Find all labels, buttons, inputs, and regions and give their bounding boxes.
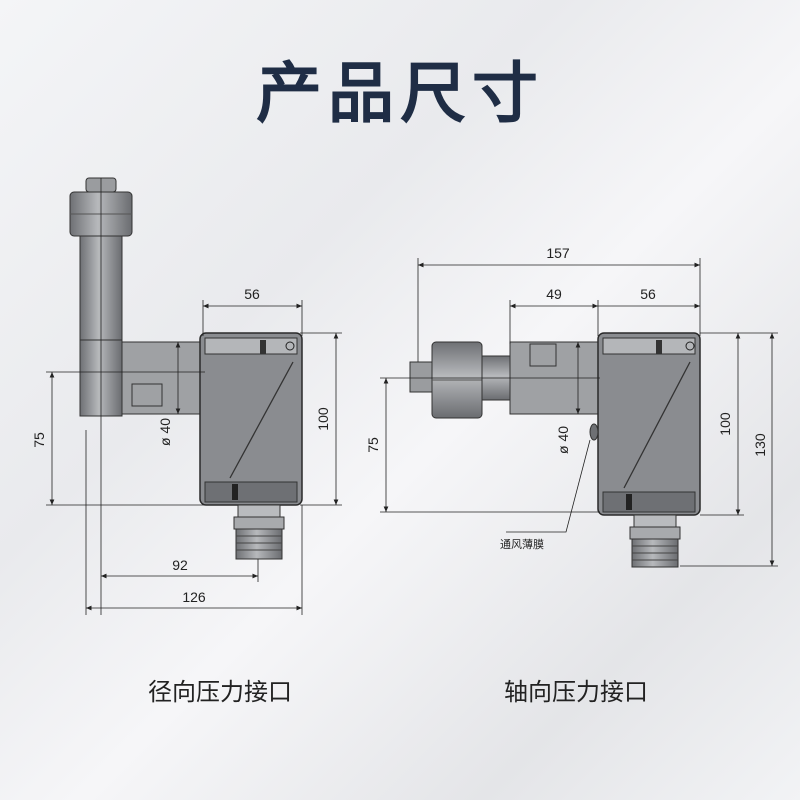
vent-membrane-label: 通风薄膜 — [500, 537, 544, 551]
dim-130-right: 130 — [752, 433, 768, 457]
right-caption: 轴向压力接口 — [504, 678, 648, 706]
dim-diameter-right: ø 40 — [555, 426, 571, 454]
dim-56-left: 56 — [244, 286, 260, 302]
page-title: 产品尺寸 — [256, 55, 544, 132]
left-drawing: 56 100 75 ø 40 92 126 — [31, 177, 342, 615]
dim-49-right: 49 — [546, 286, 562, 302]
dim-56-right: 56 — [640, 286, 656, 302]
left-caption: 径向压力接口 — [148, 678, 292, 706]
dim-100-left: 100 — [315, 407, 331, 431]
right-drawing: 157 49 56 100 130 75 ø 40 通风薄膜 — [365, 245, 778, 568]
dim-126-left: 126 — [182, 589, 206, 605]
dim-92-left: 92 — [172, 557, 188, 573]
dim-157-right: 157 — [546, 245, 570, 261]
dim-100-right: 100 — [717, 412, 733, 436]
dim-75-left: 75 — [31, 432, 47, 448]
dim-75-right: 75 — [365, 437, 381, 453]
dim-diameter-left: ø 40 — [157, 418, 173, 446]
